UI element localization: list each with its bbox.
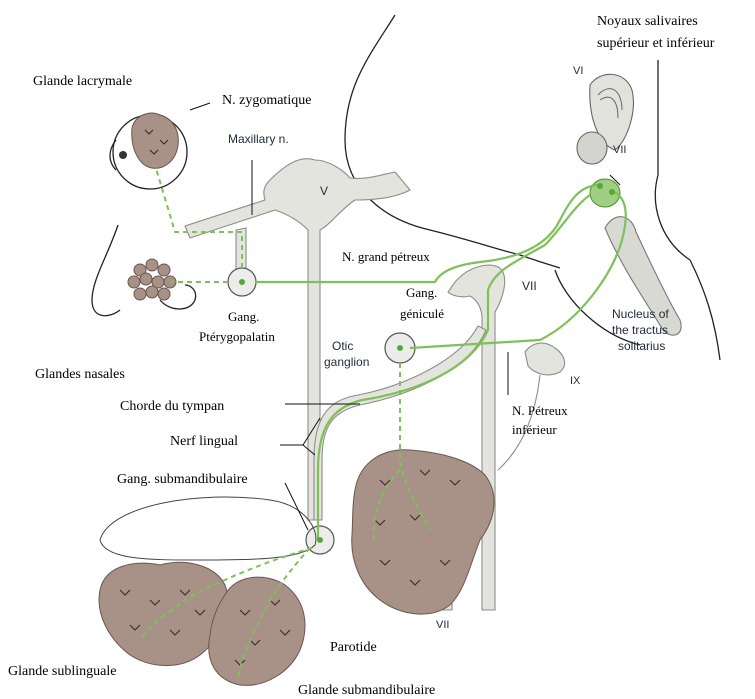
label-chorde-tympan: Chorde du tympan xyxy=(120,399,224,414)
label-maxillary-n: Maxillary n. xyxy=(228,132,289,146)
label-parotide: Parotide xyxy=(330,640,377,655)
label-gang-pterygo-1: Gang. xyxy=(228,309,259,324)
label-noyaux-salivaires-2: supérieur et inférieur xyxy=(597,36,715,51)
label-nucleus-2: the tractus xyxy=(612,323,668,337)
label-n-petreux-inf-1: N. Pétreux xyxy=(512,403,568,418)
label-glande-submandibulaire: Glande submandibulaire xyxy=(298,683,435,698)
label-gang-genicule-2: géniculé xyxy=(400,306,444,321)
label-glande-lacrymale: Glande lacrymale xyxy=(33,74,132,89)
label-nucleus-1: Nucleus of xyxy=(612,307,669,321)
tongue-outline xyxy=(100,497,316,560)
label-n-petreux-inf-2: inférieur xyxy=(512,422,557,437)
label-n-grand-petreux: N. grand pétreux xyxy=(342,249,430,264)
label-nerf-lingual: Nerf lingual xyxy=(170,434,238,449)
label-nucleus-3: solitarius xyxy=(618,339,665,353)
label-gang-genicule-1: Gang. xyxy=(406,285,437,300)
label-glande-sublinguale: Glande sublinguale xyxy=(8,664,116,679)
label-vii-mid: VII xyxy=(522,279,537,293)
label-v: V xyxy=(320,184,328,198)
label-vii-nucleus: VII xyxy=(613,144,626,156)
label-n-zygomatique: N. zygomatique xyxy=(222,93,311,108)
lacrimal-gland xyxy=(132,113,179,168)
parotid-gland xyxy=(352,450,494,614)
label-gang-pterygo-2: Ptérygopalatin xyxy=(199,329,275,344)
label-vi: VI xyxy=(573,65,583,77)
label-otic-1: Otic xyxy=(332,339,353,353)
label-glandes-nasales: Glandes nasales xyxy=(35,367,125,382)
label-gang-submandibulaire: Gang. submandibulaire xyxy=(117,472,248,487)
label-vii-bottom: VII xyxy=(436,619,449,631)
label-ix: IX xyxy=(570,375,581,387)
label-noyaux-salivaires-1: Noyaux salivaires xyxy=(597,14,698,29)
label-otic-2: ganglion xyxy=(324,355,369,369)
nasal-glands xyxy=(128,259,176,300)
